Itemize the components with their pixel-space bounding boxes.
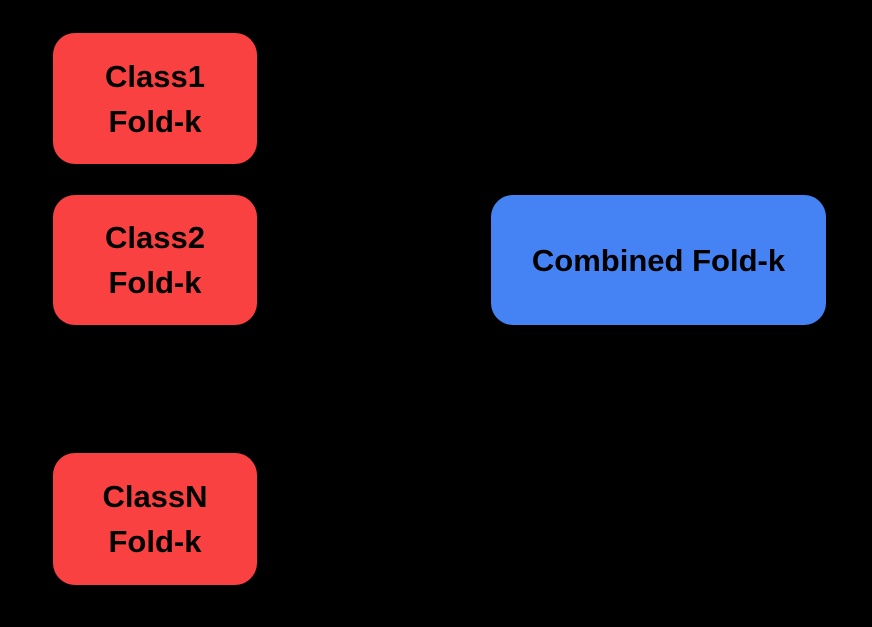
- node-class2-fold-k: Class2 Fold-k: [53, 195, 257, 325]
- node-label-line: Combined Fold-k: [531, 242, 786, 278]
- node-label-line: ClassN: [102, 479, 208, 514]
- node-label-line: Class1: [105, 58, 205, 94]
- node-label-line: Fold-k: [108, 103, 202, 139]
- node-label-line: Fold-k: [108, 524, 202, 559]
- node-label-line: Fold-k: [108, 265, 202, 300]
- node-combined-fold-k: Combined Fold-k: [491, 195, 826, 325]
- node-classn-fold-k: ClassN Fold-k: [53, 453, 257, 585]
- node-label-line: Class2: [105, 220, 205, 255]
- node-class1-fold-k: Class1 Fold-k: [53, 33, 257, 164]
